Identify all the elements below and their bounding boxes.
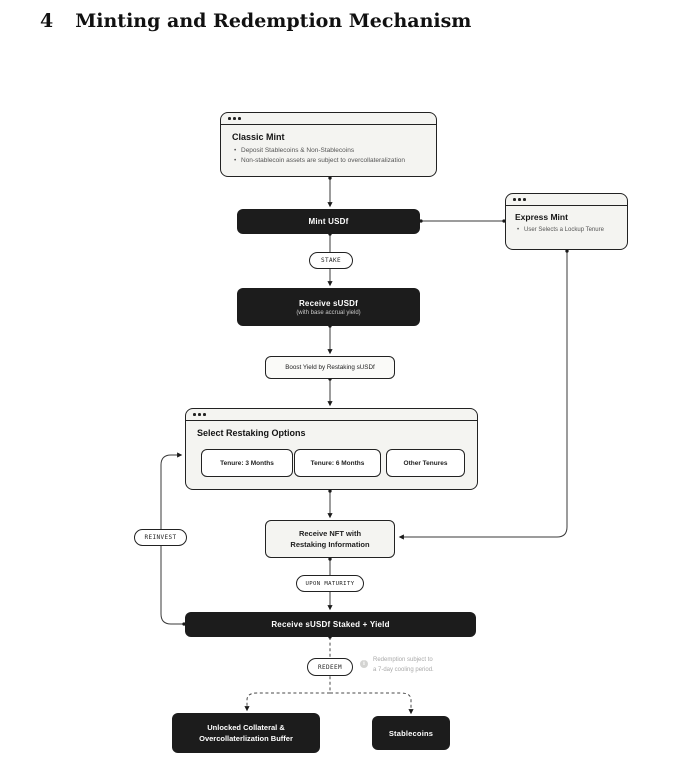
mint-usdf-label: Mint USDf <box>308 217 349 226</box>
window-dots-icon <box>506 194 627 206</box>
upon-maturity-pill: UPON MATURITY <box>296 575 364 592</box>
info-icon: i <box>360 660 368 668</box>
unlocked-collateral-line2: Overcollaterlization Buffer <box>199 734 293 743</box>
tenure-6-months-option: Tenure: 6 Months <box>294 449 381 477</box>
reinvest-pill: REINVEST <box>134 529 187 546</box>
classic-mint-panel: Classic Mint Deposit Stablecoins & Non-S… <box>220 112 437 177</box>
redeem-pill: REDEEM <box>307 658 353 676</box>
classic-mint-title: Classic Mint <box>232 132 285 142</box>
mint-usdf-node: Mint USDf <box>237 209 420 234</box>
unlocked-collateral-line1: Unlocked Collateral & <box>207 722 285 732</box>
express-mint-bullet: User Selects a Lockup Tenure <box>515 226 618 236</box>
express-mint-panel: Express Mint User Selects a Lockup Tenur… <box>505 193 628 250</box>
redeem-note: Redemption subject to a 7-day cooling pe… <box>373 656 434 676</box>
receive-staked-yield-node: Receive sUSDf Staked + Yield <box>185 612 476 637</box>
select-restaking-panel: Select Restaking Options Tenure: 3 Month… <box>185 408 478 490</box>
receive-staked-yield-label: Receive sUSDf Staked + Yield <box>271 620 390 629</box>
classic-mint-bullet: Non-stablecoin assets are subject to ove… <box>232 156 425 166</box>
window-dots-icon <box>221 113 436 125</box>
section-title: Minting and Redemption Mechanism <box>75 10 472 32</box>
stablecoins-label: Stablecoins <box>388 728 434 738</box>
section-heading: 4 Minting and Redemption Mechanism <box>40 10 471 32</box>
tenure-3-months-option: Tenure: 3 Months <box>201 449 293 477</box>
receive-susdf-subtext: (with base accrual yield) <box>296 309 361 316</box>
stablecoins-node: Stablecoins <box>372 716 450 750</box>
receive-nft-line1: Receive NFT with <box>298 528 362 538</box>
express-mint-title: Express Mint <box>515 212 568 222</box>
window-dots-icon <box>186 409 477 421</box>
boost-yield-node: Boost Yield by Restaking sUSDf <box>265 356 395 379</box>
redeem-note-line2: a 7-day cooling period. <box>373 666 434 673</box>
receive-nft-line2: Restaking Information <box>290 540 370 549</box>
redeem-note-line1: Redemption subject to <box>373 657 433 663</box>
stake-pill: STAKE <box>309 252 353 269</box>
receive-susdf-label: Receive sUSDf <box>298 298 359 308</box>
receive-nft-node: Receive NFT with Restaking Information <box>265 520 395 558</box>
other-tenures-option: Other Tenures <box>386 449 465 477</box>
unlocked-collateral-node: Unlocked Collateral & Overcollaterlizati… <box>172 713 320 753</box>
classic-mint-bullet: Deposit Stablecoins & Non-Stablecoins <box>232 146 425 156</box>
section-number: 4 <box>40 10 54 32</box>
receive-susdf-node: Receive sUSDf (with base accrual yield) <box>237 288 420 326</box>
select-restaking-title: Select Restaking Options <box>197 428 306 438</box>
